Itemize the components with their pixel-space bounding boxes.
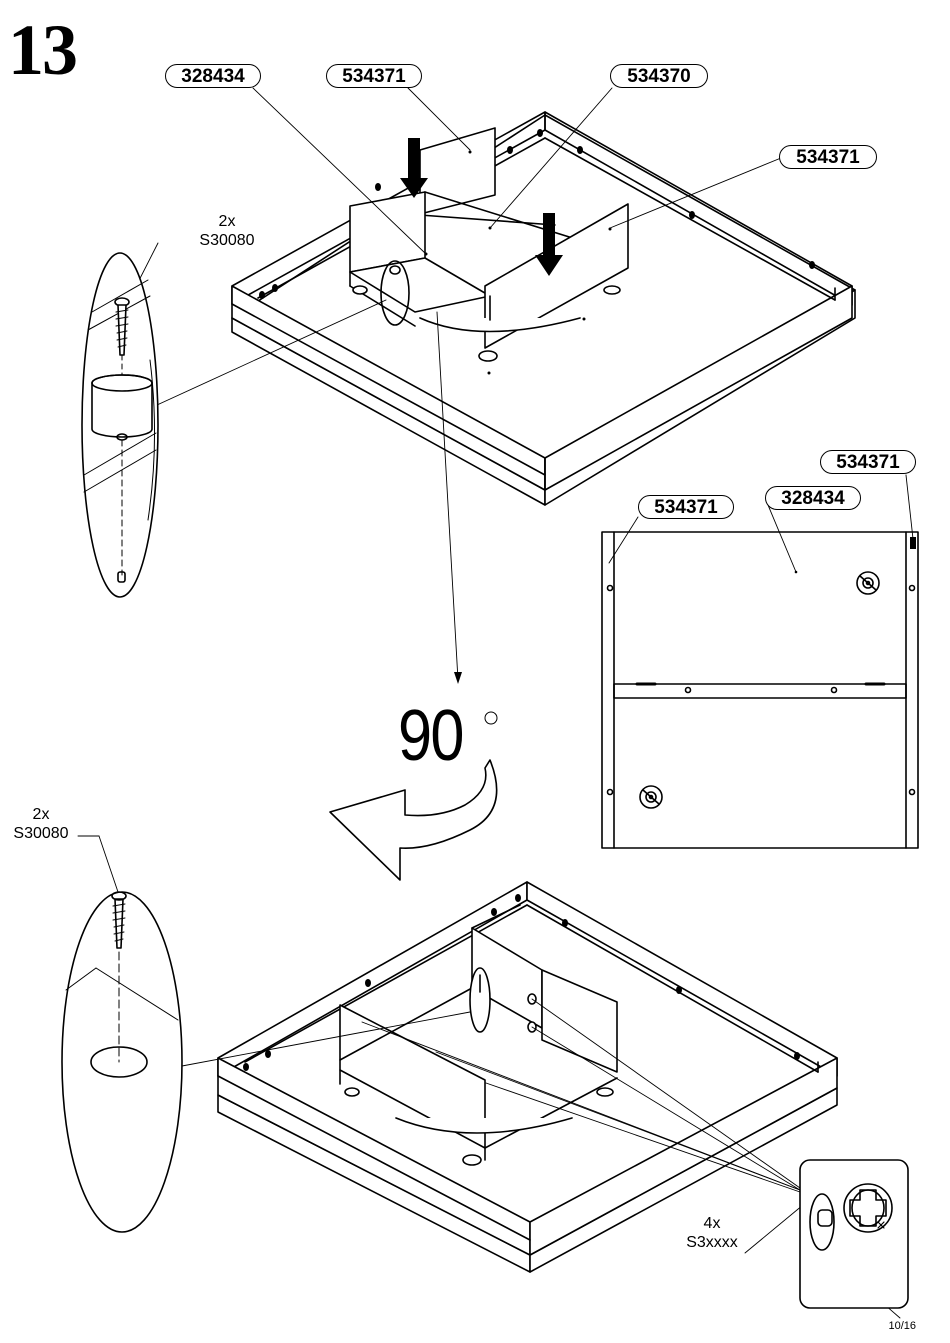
bottom-frame bbox=[217, 881, 838, 1273]
screw-qty-top: 2x bbox=[218, 213, 236, 230]
screw-code-bottom: S30080 bbox=[13, 825, 69, 842]
bottom-inner-box bbox=[339, 904, 618, 1166]
part-label-328434-panel: 328434 bbox=[765, 486, 861, 510]
screw-qty-bottom: 2x bbox=[32, 806, 50, 823]
part-label-534371: 534371 bbox=[326, 64, 422, 88]
cap-qty: 4x bbox=[703, 1215, 721, 1232]
screw-detail-bottom bbox=[61, 891, 183, 1233]
cap-code: S3xxxx bbox=[686, 1234, 738, 1251]
cap-note: 4x S3xxxx bbox=[680, 1214, 744, 1252]
down-arrow-icon bbox=[400, 138, 563, 276]
cam-lock-icon bbox=[639, 571, 880, 809]
screw-detail-top bbox=[81, 252, 410, 598]
rotate-arrow-icon bbox=[329, 759, 498, 881]
screw-icon bbox=[114, 297, 130, 376]
rotation-angle: 90 bbox=[398, 696, 464, 776]
step-number: 13 bbox=[8, 10, 78, 90]
part-label-328434: 328434 bbox=[165, 64, 261, 88]
part-label-534370: 534370 bbox=[610, 64, 708, 88]
page-number: 10/16 bbox=[888, 1320, 916, 1332]
screw-code-top: S30080 bbox=[199, 232, 255, 249]
cover-cap-icon bbox=[799, 1159, 909, 1309]
degree-icon bbox=[484, 711, 498, 725]
side-panel-view bbox=[601, 474, 919, 849]
part-label-534371-right: 534371 bbox=[779, 145, 877, 169]
screw-note-bottom: 2x S30080 bbox=[4, 805, 78, 843]
part-label-534371-panel-right: 534371 bbox=[820, 450, 916, 474]
part-label-534371-panel-left: 534371 bbox=[638, 495, 734, 519]
leader-lines-top bbox=[127, 87, 782, 684]
screw-note-top: 2x S30080 bbox=[190, 212, 264, 250]
